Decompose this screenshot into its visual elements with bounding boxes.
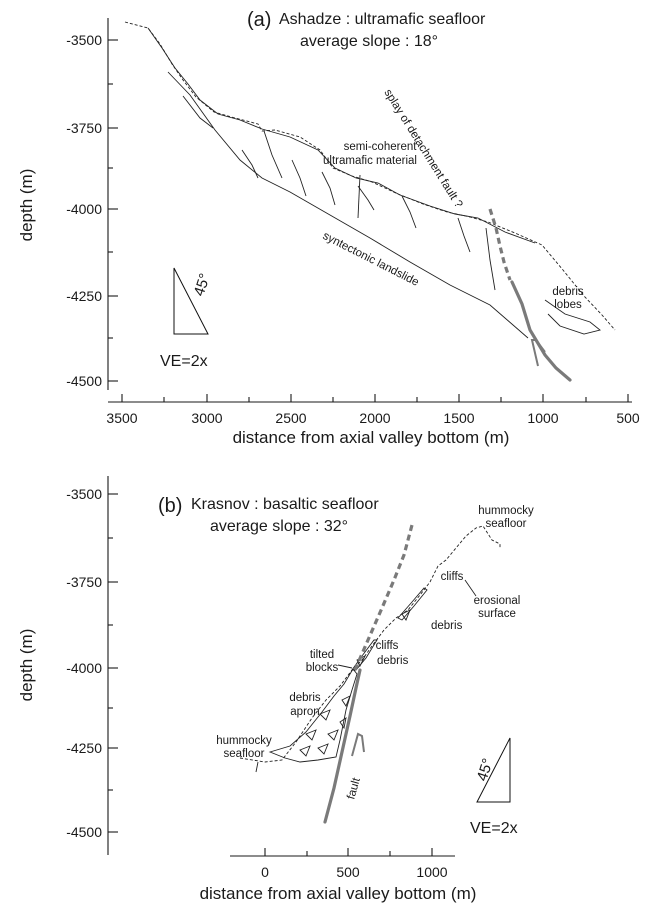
- panel-b-ytick-label: -4000: [66, 660, 102, 676]
- panel-a-fracture: [241, 149, 259, 179]
- panel-a-annotation-debris: debris: [552, 286, 584, 298]
- panel-b-annotation-seafloor-left: seafloor: [224, 748, 265, 760]
- panel-a-ytick-label: -3750: [66, 120, 102, 136]
- panel-b-annotation-fault: fault: [345, 776, 363, 801]
- panel-b-scale-angle: 45°: [474, 756, 497, 783]
- panel-a-fracture: [263, 130, 283, 179]
- panel-b-leader-erosional: [464, 579, 477, 597]
- panel-b-x-axis-title: distance from axial valley bottom (m): [200, 884, 477, 903]
- panel-a-ytick-label: -3500: [66, 32, 102, 48]
- panel-b-leader-hummocky-left: [255, 761, 259, 773]
- panel-a-xtick-label: 500: [616, 410, 640, 426]
- panel-a-fracture: [485, 227, 496, 291]
- panel-a-fracture: [401, 195, 417, 229]
- panel-b-fault-solid: [323, 668, 362, 824]
- panel-b: (b) Krasnov : basaltic seafloor average …: [17, 476, 534, 903]
- panel-b-annotation-hummocky-left: hummocky: [216, 735, 272, 747]
- panel-a-debris-lobe: [544, 299, 601, 335]
- panel-a-xtick-label: 1500: [443, 410, 474, 426]
- panel-b-scale-ve: VE=2x: [470, 820, 518, 837]
- panel-b-xtick-label: 0: [261, 864, 269, 880]
- panel-b-annotation-tilted: tilted: [310, 649, 334, 661]
- panel-b-fault-dashed: [353, 524, 414, 671]
- panel-b-y-axis-title: depth (m): [17, 629, 36, 702]
- panel-b-annotation-cliffs-lower: cliffs: [376, 640, 399, 652]
- panel-b-debris-upper: [397, 587, 428, 621]
- panel-a-annotation-ultramafic: ultramafic material: [323, 155, 417, 167]
- panel-b-seafloor-profile: [239, 525, 501, 763]
- panel-b-apron-triangles: [299, 609, 411, 757]
- panel-b-leader-tilted: [337, 664, 353, 669]
- panel-a-fracture: [182, 95, 214, 129]
- panel-b-y-ticks: [108, 493, 118, 833]
- panel-b-x-ticks: [264, 848, 433, 856]
- panel-b-title: Krasnov : basaltic seafloor: [191, 496, 379, 513]
- panel-b-subtitle: average slope : 32°: [210, 518, 348, 535]
- panel-a-title: Ashadze : ultramafic seafloor: [279, 11, 486, 28]
- panel-b-annotation-blocks: blocks: [306, 662, 339, 674]
- panel-a-x-ticks: [121, 394, 629, 402]
- panel-b-ytick-label: -4250: [66, 740, 102, 756]
- panel-a-ytick-label: -4500: [66, 373, 102, 389]
- panel-b-annotation-seafloor-top: seafloor: [486, 518, 527, 530]
- panel-b-annotation-cliffs-upper: cliffs: [441, 571, 464, 583]
- panel-a-leader-semi-coherent: [357, 174, 361, 219]
- panel-b-xtick-label: 1000: [416, 864, 447, 880]
- panel-a-scale-triangle: [173, 267, 209, 335]
- panel-b-annotation-debris-upper: debris: [431, 620, 463, 632]
- panel-a-scale-angle: 45°: [191, 271, 214, 298]
- panel-a-fault-arrow: [530, 339, 546, 367]
- panel-a-xtick-label: 3000: [191, 410, 222, 426]
- panel-a-seafloor-profile: [124, 21, 616, 331]
- panel-a-fault-dashed: [488, 208, 512, 281]
- panel-b-annotation-apron: apron: [290, 706, 319, 718]
- panel-a-upper-scarp: [147, 27, 536, 244]
- panel-a-scale-ve: VE=2x: [160, 353, 208, 370]
- panel-a: (a) Ashadze : ultramafic seafloor averag…: [17, 9, 640, 447]
- panel-a-fracture: [357, 185, 375, 211]
- panel-a-fracture: [457, 217, 471, 253]
- panel-a-label: (a): [247, 9, 271, 31]
- panel-a-ytick-label: -4250: [66, 288, 102, 304]
- panel-a-y-axis-title: depth (m): [17, 169, 36, 242]
- panel-b-annotation-apron-debris: debris: [289, 692, 321, 704]
- panel-a-landslide-base: [167, 71, 529, 339]
- panel-a-x-axis-title: distance from axial valley bottom (m): [233, 428, 510, 447]
- panel-b-annotation-debris-lower: debris: [377, 655, 409, 667]
- panel-b-annotation-surface: surface: [478, 608, 516, 620]
- panel-a-xtick-label: 2500: [275, 410, 306, 426]
- panel-b-debris-apron: [268, 668, 358, 763]
- panel-a-fracture: [291, 159, 307, 197]
- panel-a-xtick-label: 3500: [106, 410, 137, 426]
- panel-b-fault-arrow: [351, 732, 365, 757]
- panel-a-xtick-label: 2000: [359, 410, 390, 426]
- panel-b-label: (b): [158, 495, 182, 517]
- panel-a-subtitle: average slope : 18°: [300, 33, 438, 50]
- panel-a-annotation-lobes: lobes: [554, 299, 582, 311]
- panel-b-annotation-erosional: erosional: [474, 595, 521, 607]
- panel-a-xtick-label: 1000: [527, 410, 558, 426]
- panel-a-y-ticks: [108, 39, 118, 382]
- panel-b-annotation-hummocky-top: hummocky: [478, 505, 534, 517]
- panel-b-ytick-label: -3750: [66, 574, 102, 590]
- panel-b-scale-triangle: [476, 737, 511, 803]
- panel-b-ytick-label: -3500: [66, 486, 102, 502]
- panel-a-fracture: [321, 171, 336, 206]
- panel-a-ytick-label: -4000: [66, 201, 102, 217]
- panel-b-ytick-label: -4500: [66, 824, 102, 840]
- panel-a-annotation-semi-coherent: semi-coherent: [344, 141, 418, 153]
- panel-b-xtick-label: 500: [336, 864, 360, 880]
